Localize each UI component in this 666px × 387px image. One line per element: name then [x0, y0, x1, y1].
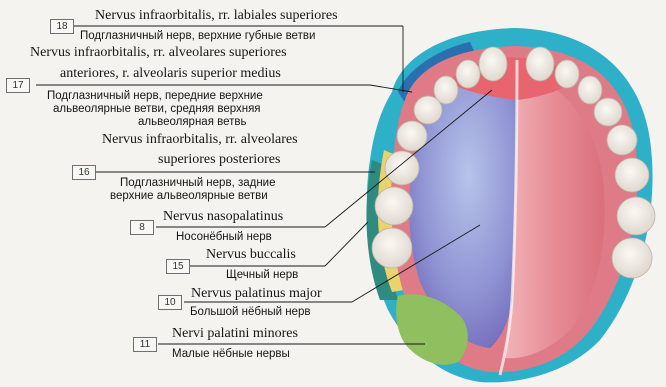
- tooth: [375, 187, 413, 225]
- label-russian-15: Щечный нерв: [226, 269, 298, 282]
- tooth: [594, 98, 622, 126]
- label-number-16: 16: [72, 165, 96, 180]
- label-number-10: 10: [158, 295, 182, 310]
- tooth: [578, 76, 602, 104]
- tooth: [372, 228, 412, 268]
- tooth: [615, 158, 649, 192]
- label-latin-11: Nervi palatini minores: [172, 326, 298, 342]
- tooth: [617, 197, 655, 235]
- label-russian-17-line2: альвеолярные ветви, средняя верхняя: [53, 103, 261, 116]
- label-russian-16-line2: верхние альвеолярные ветви: [110, 190, 268, 203]
- label-latin-15: Nervus buccalis: [206, 247, 296, 263]
- tooth: [385, 151, 419, 185]
- label-number-8: 8: [130, 220, 154, 235]
- tooth: [607, 125, 637, 155]
- label-latin-18: Nervus infraorbitalis, rr. labiales supe…: [95, 8, 338, 24]
- tooth: [456, 60, 480, 88]
- label-number-17: 17: [6, 78, 30, 93]
- label-latin-16-line1: Nervus infraorbitalis, rr. alveolares: [102, 132, 298, 148]
- tooth: [479, 47, 507, 81]
- label-latin-16-line2: superiores posteriores: [158, 152, 280, 168]
- label-latin-17-line1: Nervus infraorbitalis, rr. alveolares su…: [30, 45, 287, 61]
- tooth: [414, 96, 442, 124]
- label-number-18: 18: [50, 19, 74, 34]
- label-latin-17-line2: anteriores, r. alveolaris superior mediu…: [60, 66, 281, 82]
- label-russian-10: Большой нёбный нерв: [190, 306, 310, 319]
- label-russian-17-line1: Подглазничный нерв, передние верхние: [47, 90, 263, 103]
- tooth: [612, 238, 652, 278]
- label-russian-17-line3: альвеолярная ветвь: [138, 116, 246, 129]
- label-russian-16-line1: Подглазничный нерв, задние: [120, 177, 276, 190]
- label-russian-8: Носонёбный нерв: [176, 231, 272, 244]
- label-russian-11: Малые нёбные нервы: [172, 348, 290, 361]
- label-latin-10: Nervus palatinus major: [191, 286, 322, 302]
- label-number-11: 11: [133, 337, 157, 352]
- leader-line-15-arrow: [325, 222, 368, 266]
- label-latin-8: Nervus nasopalatinus: [163, 209, 283, 225]
- tooth: [526, 47, 554, 81]
- label-number-15: 15: [166, 259, 190, 274]
- label-russian-18: Подглазничный нерв, верхние губные ветви: [80, 30, 315, 43]
- tooth: [555, 60, 579, 88]
